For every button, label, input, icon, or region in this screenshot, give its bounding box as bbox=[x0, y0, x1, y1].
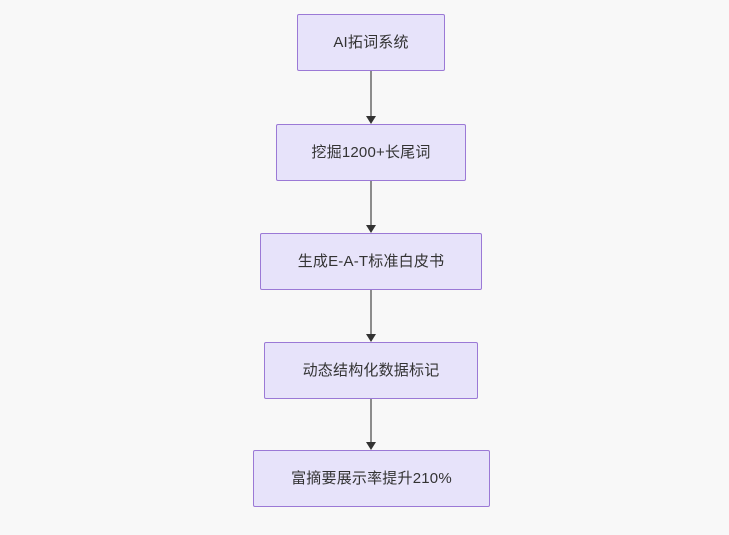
arrowhead-down-icon bbox=[366, 442, 376, 450]
flowchart-node-label: 富摘要展示率提升210% bbox=[291, 469, 452, 487]
flowchart-node-label: 生成E-A-T标准白皮书 bbox=[297, 252, 445, 270]
arrowhead-down-icon bbox=[366, 116, 376, 124]
flowchart-node-label: 挖掘1200+长尾词 bbox=[311, 143, 431, 161]
flowchart-node-n5[interactable]: 富摘要展示率提升210% bbox=[253, 450, 490, 507]
arrowhead-down-icon bbox=[366, 225, 376, 233]
edge-line bbox=[370, 399, 372, 442]
flowchart-node-n3[interactable]: 生成E-A-T标准白皮书 bbox=[260, 233, 482, 290]
edge-line bbox=[370, 71, 372, 116]
flowchart-node-label: AI拓词系统 bbox=[333, 33, 409, 51]
arrowhead-down-icon bbox=[366, 334, 376, 342]
edge-line bbox=[370, 290, 372, 334]
flowchart-node-n4[interactable]: 动态结构化数据标记 bbox=[264, 342, 478, 399]
flowchart-node-label: 动态结构化数据标记 bbox=[302, 361, 440, 379]
flowchart-node-n1[interactable]: AI拓词系统 bbox=[297, 14, 445, 71]
edge-line bbox=[370, 181, 372, 225]
flowchart-node-n2[interactable]: 挖掘1200+长尾词 bbox=[276, 124, 466, 181]
